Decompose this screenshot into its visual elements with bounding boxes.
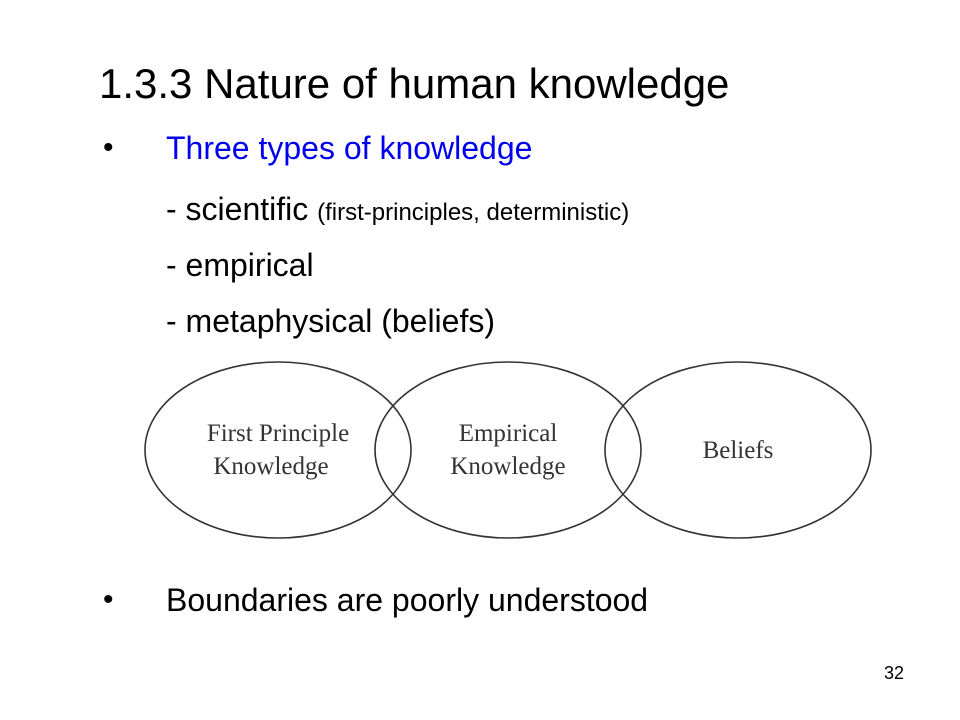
- bullet-marker: •: [103, 583, 114, 616]
- first-principle-circle: [144, 361, 412, 539]
- first-principle-label-line2: Knowledge: [213, 453, 328, 480]
- empirical-label-line2: Knowledge: [450, 453, 565, 480]
- beliefs-label: Beliefs: [703, 437, 774, 464]
- type-scientific: - scientific (first-principles, determin…: [166, 189, 629, 233]
- bullet-boundaries: Boundaries are poorly understood: [166, 582, 649, 618]
- page-number: 32: [883, 663, 904, 683]
- type-scientific-note: (first-principles, deterministic): [317, 199, 630, 226]
- type-scientific-label: - scientific: [166, 191, 309, 227]
- beliefs-circle: [604, 361, 872, 539]
- bullet-three-types: Three types of knowledge: [166, 130, 533, 166]
- type-metaphysical: - metaphysical (beliefs): [166, 303, 495, 339]
- empirical-label-line1: Empirical: [459, 420, 558, 447]
- type-empirical: - empirical: [166, 247, 314, 283]
- first-principle-label-line1: First Principle: [207, 420, 349, 447]
- bullet-marker: •: [103, 131, 114, 164]
- slide-title: 1.3.3 Nature of human knowledge: [99, 60, 730, 107]
- empirical-circle: [374, 361, 642, 539]
